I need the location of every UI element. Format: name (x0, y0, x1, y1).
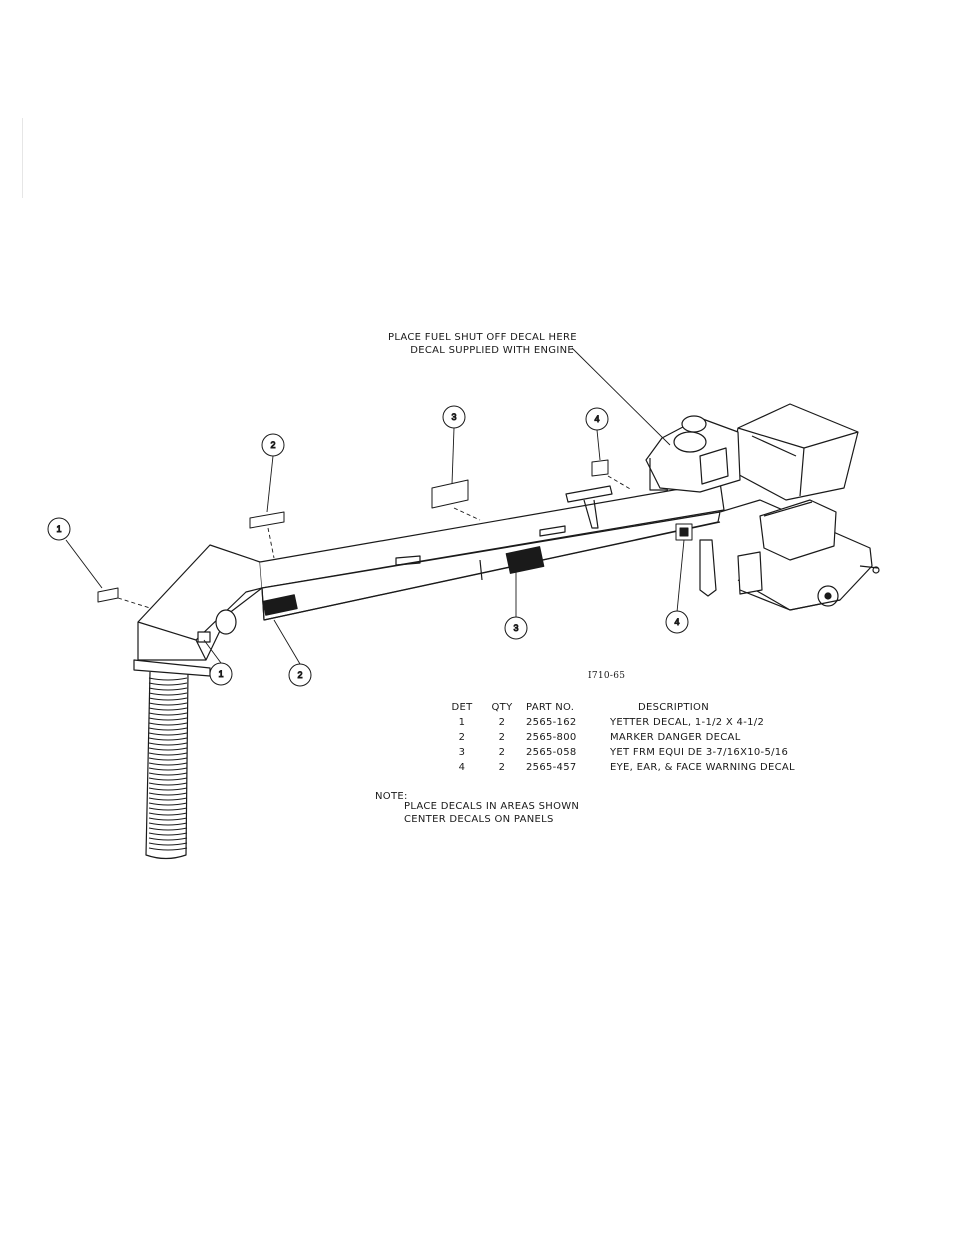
cell-description: EYE, EAR, & FACE WARNING DECAL (610, 762, 795, 773)
hose-rib (148, 832, 188, 836)
cell-part-no: 2565-800 (526, 732, 577, 743)
hose-rib (148, 692, 188, 696)
header-det: DET (451, 702, 473, 713)
leader-lines (117, 475, 633, 609)
cell-det: 1 (458, 717, 466, 728)
svg-text:3: 3 (451, 412, 456, 422)
cell-det: 4 (458, 762, 466, 773)
hose-rib (148, 842, 188, 846)
hose-rib (148, 772, 188, 776)
header-description: DESCRIPTION (638, 702, 709, 713)
cell-qty: 2 (498, 732, 506, 743)
cell-part-no: 2565-058 (526, 747, 577, 758)
cell-qty: 2 (498, 747, 506, 758)
callout-3-upper: 3 (442, 405, 466, 429)
hose-rib (148, 767, 188, 771)
hose-rib (148, 797, 188, 801)
parts-table-header: DET QTY PART NO. DESCRIPTION (440, 702, 795, 717)
hopper (729, 403, 859, 501)
cell-part-no: 2565-162 (526, 717, 577, 728)
hose-rib (148, 752, 188, 756)
note-line-2: CENTER DECALS ON PANELS (404, 813, 554, 825)
hose-rib (148, 757, 188, 761)
svg-text:2: 2 (297, 670, 302, 680)
hose-rib (148, 792, 188, 796)
fuel-note-line-1: PLACE FUEL SHUT OFF DECAL HERE (388, 332, 577, 343)
hose-rib (148, 817, 188, 821)
parts-table: DET QTY PART NO. DESCRIPTION 1 2 2565-16… (440, 702, 795, 777)
hose-rib (148, 712, 188, 716)
hose-rib (148, 687, 188, 691)
discharge-hose (145, 671, 189, 860)
note-label: NOTE: (375, 791, 408, 802)
cell-description: YET FRM EQUI DE 3-7/16X10-5/16 (610, 747, 789, 758)
cell-description: MARKER DANGER DECAL (610, 732, 741, 743)
fuel-note-line-2: DECAL SUPPLIED WITH ENGINE (410, 344, 574, 356)
hose-rib (148, 742, 188, 746)
discharge-spout (133, 544, 263, 677)
hose-rib (148, 727, 188, 731)
hose-rib (148, 737, 188, 741)
callout-1-lower: 1 (209, 662, 233, 686)
hose-rib (148, 802, 188, 806)
note-line-1: PLACE DECALS IN AREAS SHOWN (404, 801, 580, 812)
svg-text:1: 1 (218, 669, 223, 679)
drawing-number: I710-65 (588, 671, 626, 681)
scan-edge-mark (22, 118, 23, 198)
cell-qty: 2 (498, 717, 506, 728)
hose-rib (148, 782, 188, 786)
svg-text:3: 3 (513, 623, 518, 633)
hose-rib (148, 702, 188, 706)
svg-text:4: 4 (674, 617, 679, 627)
hose-rib (148, 827, 188, 831)
cell-det: 2 (458, 732, 466, 743)
svg-text:1: 1 (56, 524, 61, 534)
callout-2-lower: 2 (288, 663, 312, 687)
hose-rib (148, 747, 188, 751)
cell-qty: 2 (498, 762, 506, 773)
hose-rib (148, 787, 188, 791)
hose-rib (148, 822, 188, 826)
engine (645, 415, 741, 493)
hose-rib (148, 762, 188, 766)
hose-rib (148, 717, 188, 721)
table-row: 1 2 2565-162 YETTER DECAL, 1-1/2 X 4-1/2 (440, 717, 795, 732)
hose-rib (148, 677, 188, 681)
callout-4-lower: 4 (665, 610, 689, 634)
table-row: 2 2 2565-800 MARKER DANGER DECAL (440, 732, 795, 747)
hose-rib (148, 732, 188, 736)
hose-rib (148, 722, 188, 726)
callout-2-upper: 2 (261, 433, 285, 457)
callout-leaders (65, 347, 685, 665)
chassis-frame (699, 499, 880, 611)
fuel-shutoff-note: PLACE FUEL SHUT OFF DECAL HERE DECAL SUP… (388, 332, 577, 357)
callout-1-upper: 1 (47, 517, 71, 541)
hose-rib (148, 697, 188, 701)
conveyor-tube (259, 481, 725, 621)
svg-text:4: 4 (594, 414, 599, 424)
hose-rib (148, 837, 188, 841)
cell-det: 3 (458, 747, 466, 758)
note-text: PLACE DECALS IN AREAS SHOWN CENTER DECAL… (404, 801, 579, 826)
hose-rib (148, 847, 188, 851)
hose-rib (148, 807, 188, 811)
callout-4-upper: 4 (585, 407, 609, 431)
table-row: 4 2 2565-457 EYE, EAR, & FACE WARNING DE… (440, 762, 795, 777)
header-part-no: PART NO. (526, 702, 575, 713)
hose-rib (148, 707, 188, 711)
callout-3-lower: 3 (504, 616, 528, 640)
hose-rib (148, 777, 188, 781)
cell-part-no: 2565-457 (526, 762, 577, 773)
header-qty: QTY (491, 702, 513, 713)
hose-rib (148, 812, 188, 816)
svg-text:2: 2 (270, 440, 275, 450)
hose-rib (148, 682, 188, 686)
table-row: 3 2 2565-058 YET FRM EQUI DE 3-7/16X10-5… (440, 747, 795, 762)
cell-description: YETTER DECAL, 1-1/2 X 4-1/2 (610, 717, 765, 728)
